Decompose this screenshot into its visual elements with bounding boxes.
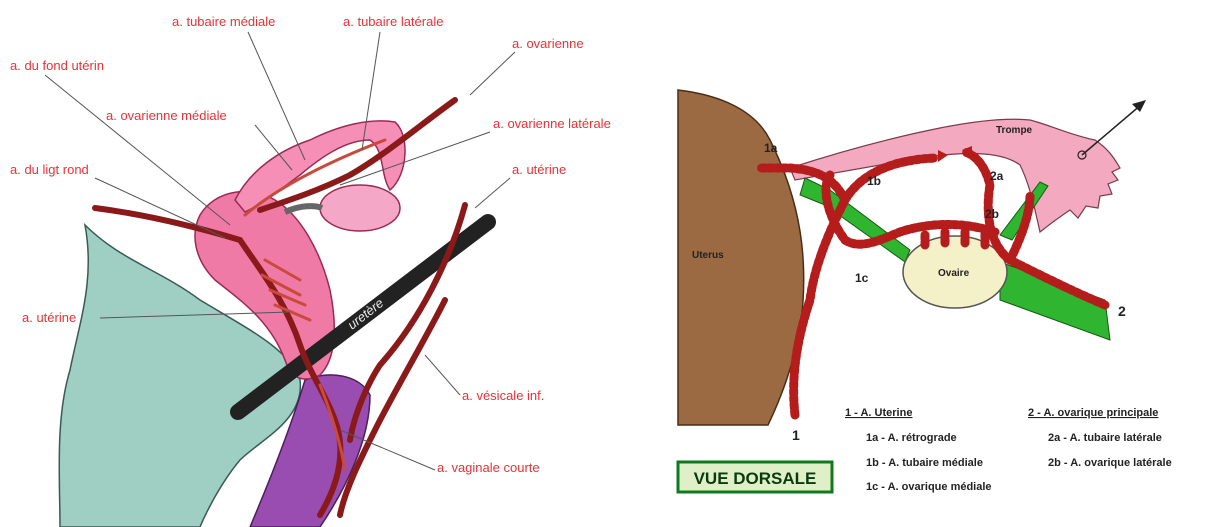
label-ovarienne-mediale: a. ovarienne médiale [106, 108, 227, 123]
number-2a: 2a [990, 169, 1004, 183]
number-1: 1 [792, 427, 800, 443]
left-anatomy-diagram: uretère a. tubaire médial [10, 14, 611, 527]
ovary-shape [320, 185, 400, 231]
label-ligt-rond: a. du ligt rond [10, 162, 89, 177]
trompe-label: Trompe [996, 125, 1033, 136]
legend-col2-item: 2a - A. tubaire latérale [1048, 432, 1162, 444]
label-tubaire-laterale: a. tubaire latérale [343, 14, 443, 29]
label-ovarienne: a. ovarienne [512, 36, 584, 51]
ovaire-label: Ovaire [938, 268, 970, 279]
view-badge-label: VUE DORSALE [694, 469, 817, 488]
label-uterine-right: a. utérine [512, 162, 566, 177]
number-1a: 1a [764, 141, 778, 155]
legend-col1-item: 1c - A. ovarique médiale [866, 481, 992, 493]
legend-col2-item: 2b - A. ovarique latérale [1048, 457, 1172, 469]
number-2b: 2b [985, 207, 999, 221]
legend-col1-item: 1b - A. tubaire médiale [866, 457, 983, 469]
number-1b: 1b [867, 174, 881, 188]
uterus-label: Uterus [692, 250, 724, 261]
legend-col2-title: 2 - A. ovarique principale [1028, 407, 1158, 419]
legend-col1-title: 1 - A. Uterine [845, 407, 912, 419]
label-vaginale-courte: a. vaginale courte [437, 460, 540, 475]
arrow-line [1082, 104, 1142, 155]
label-vesicale-inf: a. vésicale inf. [462, 388, 544, 403]
right-anatomy-diagram: Uterus Trompe Ovaire 1a 1b 1c 2a 2b [678, 90, 1172, 493]
label-uterine-left: a. utérine [22, 310, 76, 325]
number-2: 2 [1118, 303, 1126, 319]
label-tubaire-mediale: a. tubaire médiale [172, 14, 275, 29]
label-fond-uterin: a. du fond utérin [10, 58, 104, 73]
label-ovarienne-laterale: a. ovarienne latérale [493, 116, 611, 131]
legend: 1 - A. Uterine 1a - A. rétrograde 1b - A… [845, 407, 1172, 493]
ovary-ligament-shape [285, 206, 322, 212]
legend-col1-item: 1a - A. rétrograde [866, 432, 957, 444]
number-1c: 1c [855, 271, 869, 285]
